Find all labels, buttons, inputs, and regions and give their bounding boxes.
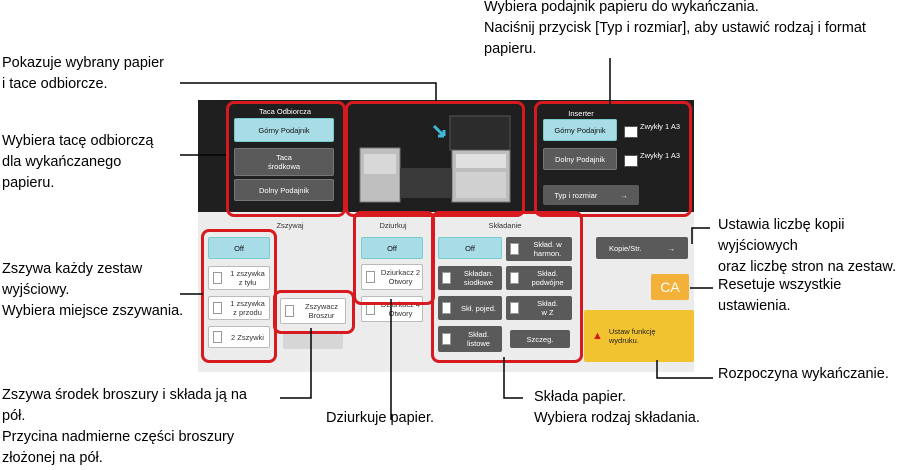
tray-upper-button[interactable]: Górny Podajnik: [234, 118, 334, 142]
start-label: Ustaw funkcję wydruku.: [608, 327, 656, 345]
copies-pages-button[interactable]: Kopie/Str. →: [596, 237, 688, 259]
ca-button[interactable]: CA: [651, 274, 689, 300]
arrow-right-icon: →: [620, 190, 628, 200]
machine-illustration-icon: [359, 115, 511, 203]
staple-two-button[interactable]: 2 Zszywki: [208, 326, 270, 348]
annotation-saddle: Zszywa środek broszury i składa ją na pó…: [2, 387, 247, 466]
fold-icon: [510, 302, 519, 314]
fold-z-label: Skład. w Z: [537, 299, 558, 317]
punch-icon: [366, 271, 375, 283]
staple-back-button[interactable]: 1 zszywka z tyłu: [208, 266, 270, 290]
fold-z-button[interactable]: Skład. w Z: [506, 296, 572, 320]
booklet-icon: [285, 305, 294, 317]
staple-icon: [213, 272, 222, 284]
punch-title: Dziurkuj: [379, 221, 407, 230]
highlight-inserter: [534, 101, 692, 217]
inserter-lower-paper: Zwykły 1 A3: [640, 151, 681, 160]
punch-2-label: Dziurkacz 2 Otwory: [380, 268, 421, 286]
annotation-punch: Dziurkuje papier.: [326, 410, 434, 426]
fold-saddle-label: Składan. siodłowe: [463, 269, 494, 287]
fold-double-label: Skład. podwójne: [531, 269, 564, 287]
annotation-reset: Resetuje wszystkie ustawienia.: [718, 277, 842, 314]
paper-icon: [624, 126, 638, 138]
fold-double-button[interactable]: Skład. podwójne: [506, 266, 572, 290]
staple-icon: [213, 302, 222, 314]
staple-off-button[interactable]: Off: [208, 237, 270, 259]
fold-single-button[interactable]: Skł. pojed.: [438, 296, 502, 320]
fold-icon: [510, 243, 519, 255]
highlight-output-tray: [226, 101, 346, 217]
annotation-staple: Zszywa każdy zestaw wyjściowy. Wybiera m…: [2, 261, 184, 319]
fold-icon: [510, 272, 519, 284]
punch-2-button[interactable]: Dziurkacz 2 Otwory: [361, 264, 423, 290]
fold-detail-button[interactable]: Szczeg.: [510, 330, 570, 348]
inserter-upper-button[interactable]: Górny Podajnik: [543, 119, 617, 141]
fold-icon: [442, 272, 451, 284]
start-button[interactable]: ▲ Ustaw funkcję wydruku.: [584, 310, 694, 362]
type-size-button[interactable]: Typ i rozmiar →: [543, 185, 639, 205]
highlight-fold: [431, 211, 583, 363]
inserter-upper-paper: Zwykły 1 A3: [640, 122, 681, 131]
staple-two-label: 2 Zszywki: [231, 332, 264, 342]
staple-front-label: 1 zszywka z przodu: [230, 299, 265, 317]
staple-back-label: 1 zszywka z tyłu: [230, 269, 265, 287]
fold-icon: [442, 333, 451, 345]
annotation-fold: Składa papier. Wybiera rodzaj składania.: [534, 389, 700, 426]
staple-icon: [213, 331, 222, 343]
annotation-copies: Ustawia liczbę kopii wyjściowych oraz li…: [718, 217, 897, 275]
fold-accordion-button[interactable]: Skład. w harmon.: [506, 237, 572, 261]
fold-single-label: Skł. pojed.: [460, 303, 497, 313]
disabled-button: [283, 333, 343, 349]
highlight-saddle: [273, 290, 355, 334]
fold-title: Składanie: [488, 221, 522, 230]
annotation-start: Rozpoczyna wykańczanie.: [718, 366, 889, 382]
fold-letter-button[interactable]: Skład. listowe: [438, 326, 502, 352]
inserter-lower-button[interactable]: Dolny Podajnik: [543, 148, 617, 170]
fold-icon: [442, 302, 451, 314]
saddle-stitch-label: Zszywacz Broszur: [305, 302, 338, 320]
tray-lower-button[interactable]: Dolny Podajnik: [234, 179, 334, 201]
staple-front-button[interactable]: 1 zszywka z przodu: [208, 296, 270, 320]
annotation-feed-select: Wybiera podajnik papieru do wykańczania.…: [484, 0, 866, 57]
punch-off-button[interactable]: Off: [361, 237, 423, 259]
type-size-label: Typ i rozmiar: [554, 190, 598, 200]
annotation-shows-paper: Pokazuje wybrany papier i tace odbiorcze…: [2, 55, 165, 92]
paper-icon: [624, 155, 638, 167]
output-tray-title: Taca Odbiorcza: [258, 107, 312, 116]
staple-title: Zszywaj: [276, 221, 304, 230]
copies-pages-label: Kopie/Str.: [608, 243, 642, 253]
saddle-stitch-button[interactable]: Zszywacz Broszur: [280, 298, 346, 324]
warning-triangle-icon: ▲: [592, 329, 603, 342]
tray-middle-button[interactable]: Taca środkowa: [234, 148, 334, 176]
fold-off-button[interactable]: Off: [438, 237, 502, 259]
fold-accordion-label: Skład. w harmon.: [533, 240, 562, 258]
fold-letter-label: Skład. listowe: [467, 330, 490, 348]
annotation-tray-select: Wybiera tacę odbiorczą dla wykańczanego …: [2, 133, 154, 191]
inserter-title: Inserter: [568, 109, 594, 118]
fold-saddle-button[interactable]: Składan. siodłowe: [438, 266, 502, 290]
arrow-right-icon: →: [667, 243, 676, 253]
